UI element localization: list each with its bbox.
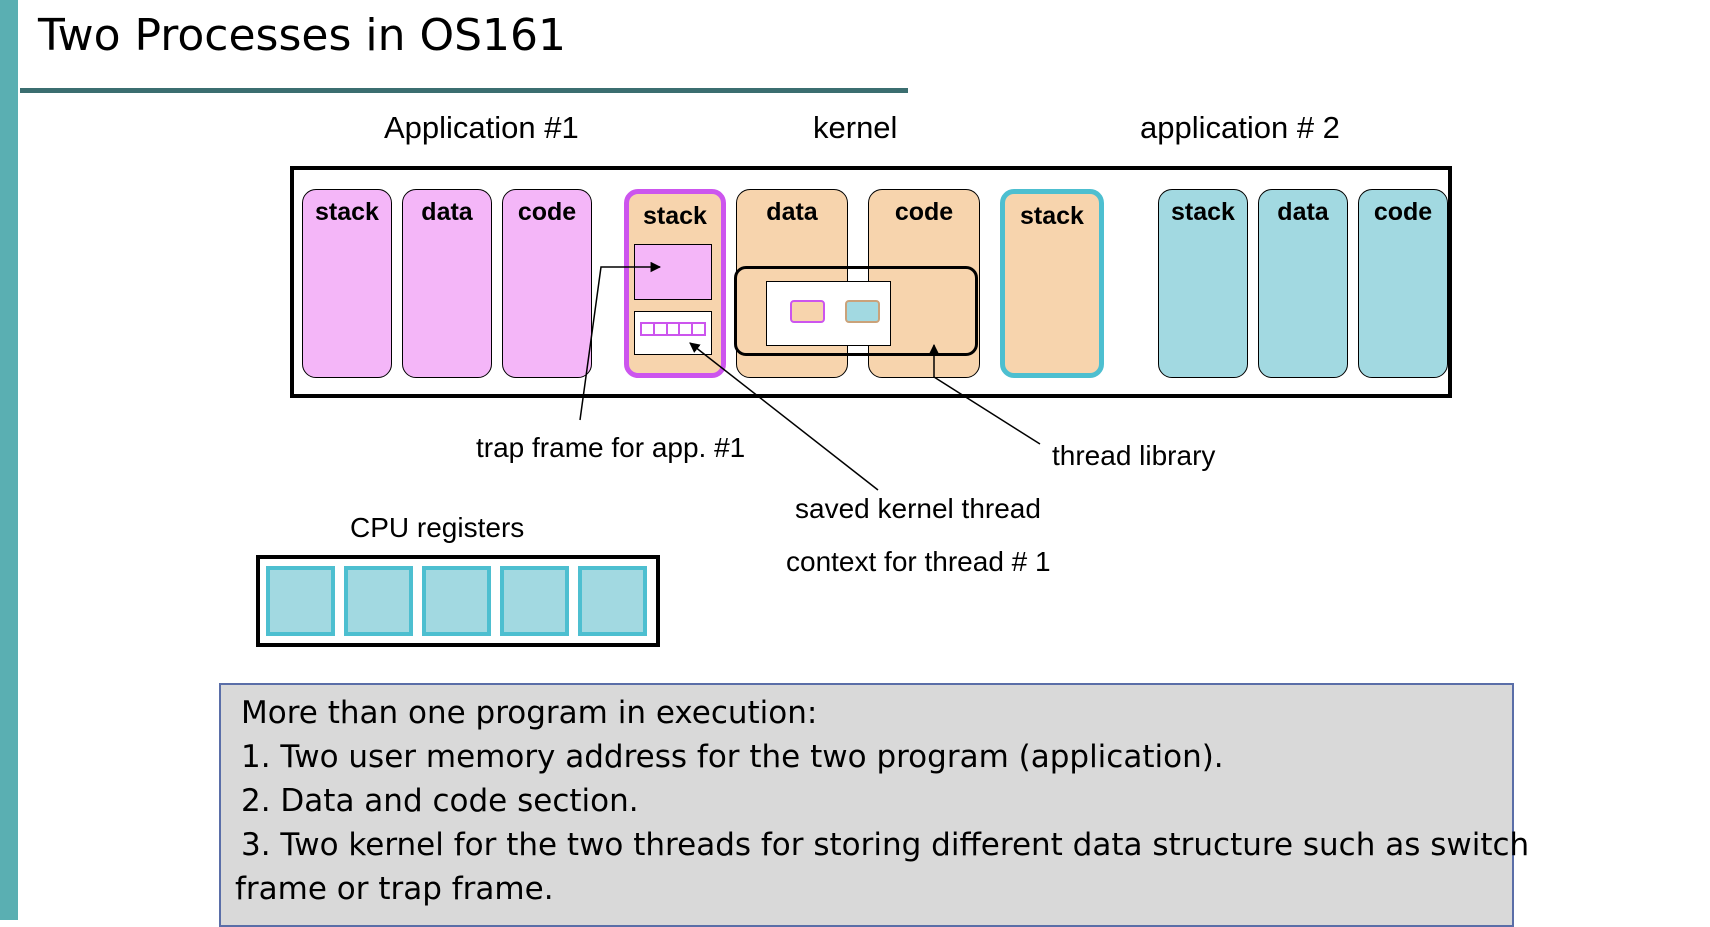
trap-frame-box [634,244,712,300]
slide-title: Two Processes in OS161 [38,10,567,61]
thread2-struct [845,300,880,323]
segment-label: data [766,198,818,226]
segment-label: stack [643,202,707,230]
cpu-registers-label: CPU registers [350,512,525,543]
segment-label: data [421,198,473,226]
region-label-kernel: kernel [813,110,898,145]
region-label-app1: Application #1 [384,110,579,145]
segment-label: code [1373,198,1433,226]
switch-frame-registers [640,322,706,336]
saved-context-label-line1: saved kernel thread [795,493,1041,524]
app2-code-segment: code [1358,189,1448,378]
cpu-register [500,566,569,636]
cpu-register [344,566,413,636]
thread1-struct [790,300,825,323]
kernel-stack-thread2: stack [1000,189,1104,378]
segment-label: code [894,198,954,226]
notes-item-3-continued: frame or trap frame. [235,871,554,907]
app1-code-segment: code [502,189,592,378]
region-label-app2: application # 2 [1140,110,1340,145]
switch-frame-slot [680,324,694,334]
saved-context-label-line2: context for thread # 1 [786,546,1051,577]
notes-item-1: 1. Two user memory address for the two p… [241,739,1224,775]
left-accent-bar [0,0,18,920]
cpu-register [266,566,335,636]
switch-frame-slot [642,324,655,334]
cpu-register [422,566,491,636]
cpu-register [578,566,647,636]
notes-item-3: 3. Two kernel for the two threads for st… [241,827,1530,863]
app1-data-segment: data [402,189,492,378]
app2-data-segment: data [1258,189,1348,378]
notes-heading: More than one program in execution: [241,695,818,731]
notes-box: More than one program in execution: 1. T… [219,683,1530,927]
segment-label: code [517,198,577,226]
thread-library-label: thread library [1052,440,1216,471]
app2-stack-segment: stack [1158,189,1248,378]
trap-frame-label: trap frame for app. #1 [476,432,746,463]
segment-label: data [1277,198,1329,226]
switch-frame-slot [655,324,668,334]
segment-label: stack [1020,202,1084,230]
switch-frame-slot [668,324,681,334]
segment-label: stack [1171,198,1235,226]
title-underline [20,88,908,93]
switch-frame-slot [693,324,704,334]
notes-item-2: 2. Data and code section. [241,783,639,819]
app1-stack-segment: stack [302,189,392,378]
segment-label: stack [315,198,379,226]
